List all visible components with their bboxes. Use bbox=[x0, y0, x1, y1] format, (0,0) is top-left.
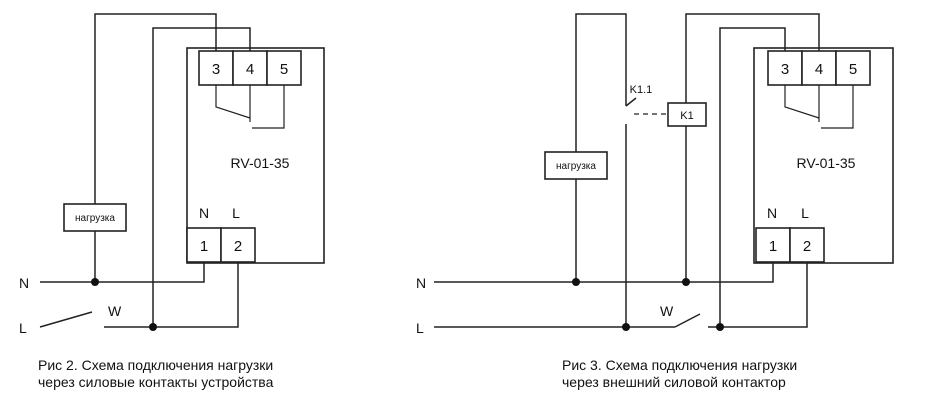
fig2-load-label: нагрузка bbox=[75, 213, 115, 224]
fig2-load-box bbox=[63, 203, 127, 232]
fig3-pin-n-label: N bbox=[767, 205, 777, 221]
fig3-terminal-2-label: 2 bbox=[803, 238, 811, 255]
fig2-wire-term4-to-l bbox=[152, 27, 251, 327]
fig3-junction-contact-l bbox=[622, 323, 630, 331]
fig3-load-box bbox=[544, 151, 608, 180]
fig3-contactor-label: K1 bbox=[680, 110, 693, 122]
fig2-caption-line1: Рис 2. Схема подключения нагрузки bbox=[38, 357, 274, 373]
fig2-caption: Рис 2. Схема подключения нагрузки через … bbox=[38, 357, 273, 391]
fig3-diagram: 3 4 5 RV-01-35 N L 1 2 K1 K1.1 нагрузка bbox=[416, 13, 894, 336]
fig3-line-l bbox=[434, 262, 808, 328]
fig2-terminal-5 bbox=[266, 50, 302, 86]
fig2-caption-line2: через силовые контакты устройства bbox=[38, 374, 274, 390]
fig3-load-label: нагрузка bbox=[556, 161, 596, 172]
fig2-pin-n-label: N bbox=[199, 205, 209, 221]
fig2-terminal-4-label: 4 bbox=[246, 61, 254, 78]
fig3-wire-term4-to-coil bbox=[685, 13, 820, 103]
fig2-device-name: RV-01-35 bbox=[231, 155, 290, 171]
fig2-junction-n bbox=[91, 278, 99, 286]
fig3-terminal-4-label: 4 bbox=[815, 61, 823, 78]
fig3-device-name: RV-01-35 bbox=[797, 155, 856, 171]
fig2-line-n bbox=[40, 262, 205, 283]
fig3-junction-term3-l bbox=[716, 323, 724, 331]
fig2-diagram: 3 4 5 RV-01-35 N L 1 2 нагрузка N L W bbox=[19, 13, 325, 336]
fig3-pin-l-label: L bbox=[801, 205, 809, 221]
fig2-line-n-label: N bbox=[19, 275, 29, 291]
fig3-caption-line2: через внешний силовой контактор bbox=[562, 374, 786, 390]
fig2-line-l-label: L bbox=[19, 320, 27, 336]
fig2-relay-contact bbox=[215, 85, 285, 129]
fig3-terminal-5-label: 5 bbox=[849, 61, 857, 78]
fig2-switch-label: W bbox=[108, 303, 122, 319]
fig2-pin-l-label: L bbox=[232, 205, 240, 221]
fig3-terminal-1-label: 1 bbox=[769, 238, 777, 255]
fig3-contactor-box bbox=[667, 102, 707, 127]
fig3-line-n bbox=[434, 262, 774, 283]
fig2-line-l bbox=[39, 262, 239, 328]
fig2-terminal-5-label: 5 bbox=[280, 61, 288, 78]
fig3-line-l-label: L bbox=[416, 320, 424, 336]
fig2-wire-term3-to-load bbox=[94, 13, 217, 204]
fig3-terminal-4 bbox=[801, 50, 837, 86]
fig3-contact-label: K1.1 bbox=[630, 84, 653, 96]
fig3-line-n-label: N bbox=[416, 275, 426, 291]
fig2-terminal-2-label: 2 bbox=[234, 238, 242, 255]
fig3-junction-coil-n bbox=[682, 278, 690, 286]
fig3-junction-load-n bbox=[572, 278, 580, 286]
fig3-caption: Рис 3. Схема подключения нагрузки через … bbox=[562, 357, 797, 391]
fig2-junction-l bbox=[149, 323, 157, 331]
fig3-terminal-2 bbox=[789, 227, 825, 263]
fig2-terminal-3-label: 3 bbox=[212, 61, 220, 78]
fig3-contact-k11 bbox=[625, 97, 637, 327]
fig3-relay-contact bbox=[784, 85, 854, 129]
fig3-caption-line1: Рис 3. Схема подключения нагрузки bbox=[562, 357, 798, 373]
fig2-terminal-1-label: 1 bbox=[200, 238, 208, 255]
fig3-wire-load-to-contact bbox=[575, 13, 627, 152]
fig3-terminal-3-label: 3 bbox=[781, 61, 789, 78]
fig3-switch-label: W bbox=[660, 303, 674, 319]
fig3-wire-term3-to-l bbox=[719, 27, 786, 327]
